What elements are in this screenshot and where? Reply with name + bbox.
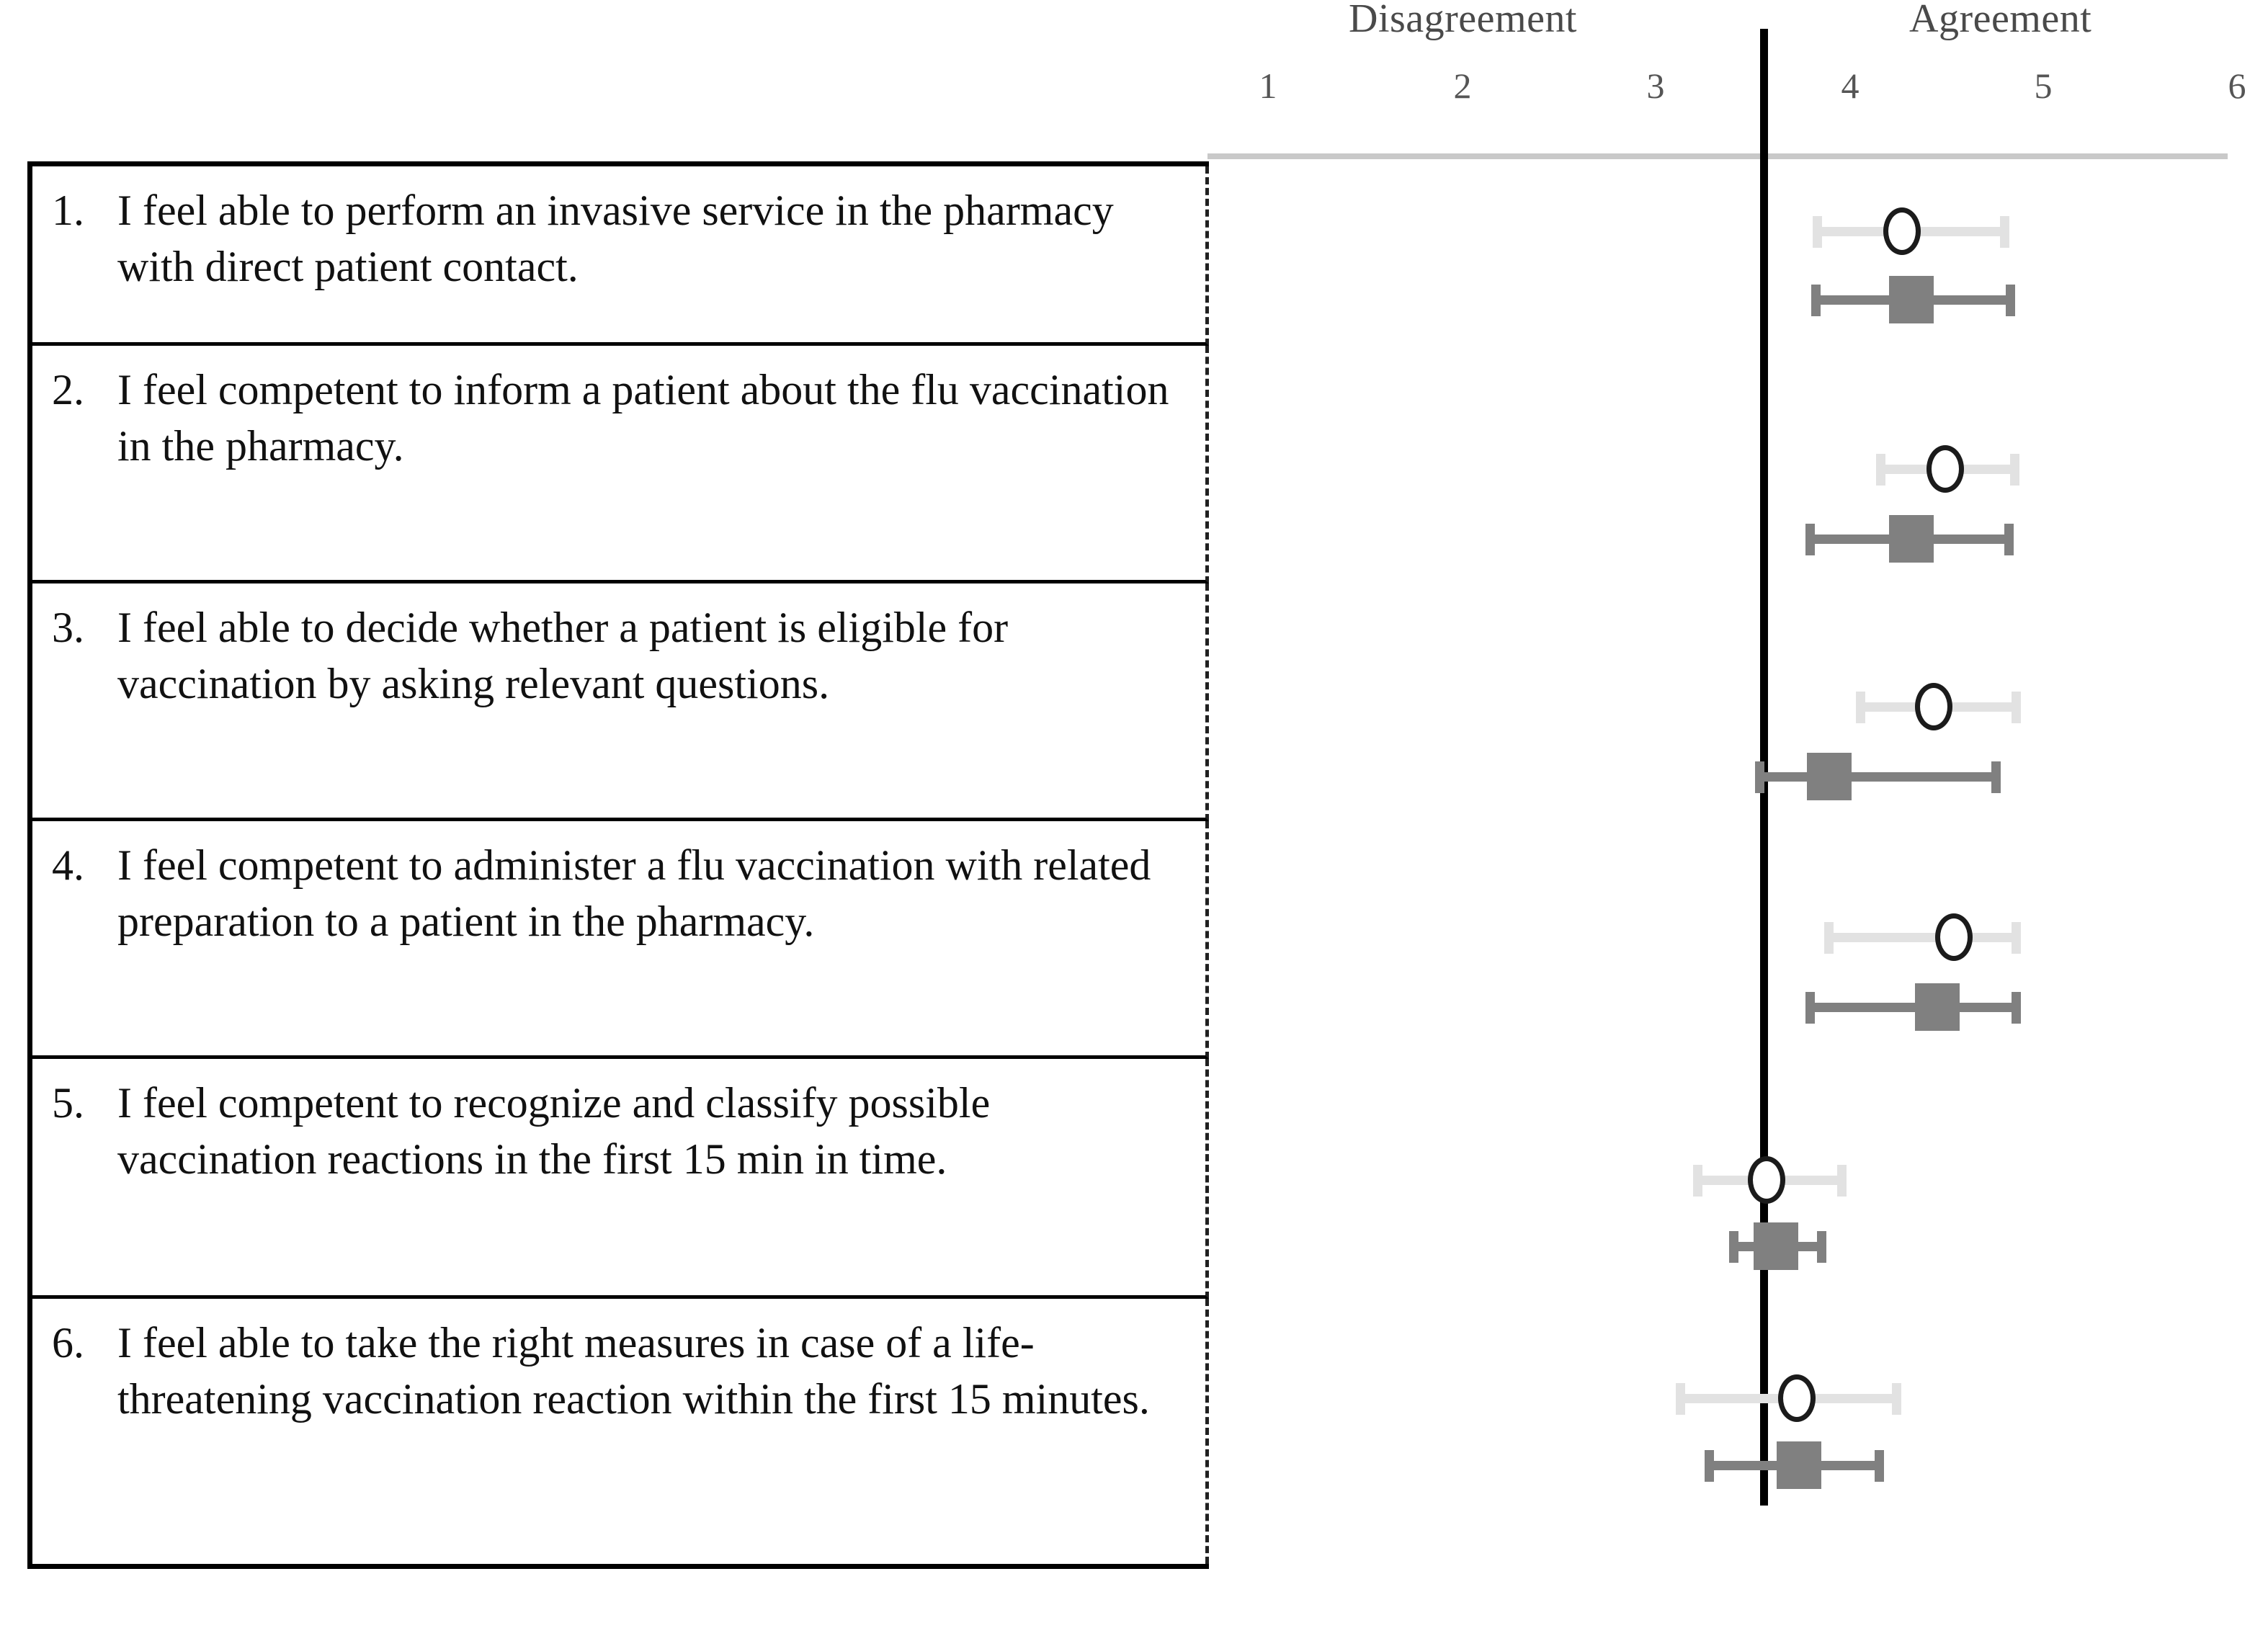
x-tick-6: 6	[2228, 66, 2246, 106]
item-number: 6.	[52, 1319, 84, 1367]
item-number: 5.	[52, 1079, 84, 1127]
marker-square-2	[1889, 515, 1934, 563]
error-cap-right-dark-5	[1817, 1231, 1826, 1263]
item-text: I feel able to decide whether a patient …	[117, 604, 1009, 707]
error-bar-dark-3	[1756, 772, 1994, 782]
table-row: 6. I feel able to take the right measure…	[32, 1299, 1209, 1564]
error-cap-left-dark-5	[1729, 1231, 1738, 1263]
marker-square-3	[1807, 753, 1852, 800]
table-row: 3. I feel able to decide whether a patie…	[32, 583, 1209, 821]
marker-square-6	[1777, 1441, 1821, 1489]
marker-circle-5	[1748, 1156, 1785, 1204]
error-cap-right-light-5	[1837, 1165, 1847, 1197]
error-cap-right-dark-6	[1875, 1450, 1884, 1482]
error-bar-dark-4	[1807, 1003, 2014, 1012]
marker-circle-6	[1778, 1374, 1816, 1422]
x-tick-3: 3	[1646, 66, 1665, 106]
error-cap-left-dark-2	[1805, 524, 1815, 555]
error-cap-left-dark-3	[1755, 761, 1764, 793]
item-number: 2.	[52, 366, 84, 413]
error-cap-right-dark-1	[2006, 285, 2015, 316]
disagreement-region-label: Disagreement	[1349, 0, 1577, 41]
error-cap-right-light-4	[2012, 922, 2021, 954]
marker-circle-4	[1935, 913, 1973, 961]
error-cap-right-dark-2	[2004, 524, 2014, 555]
error-cap-right-light-1	[2000, 216, 2009, 248]
marker-square-5	[1754, 1222, 1798, 1270]
error-cap-left-light-2	[1876, 454, 1885, 486]
error-cap-left-dark-1	[1811, 285, 1821, 316]
error-bar-light-4	[1826, 933, 2014, 942]
error-cap-right-light-3	[2012, 692, 2021, 723]
x-tick-1: 1	[1259, 66, 1277, 106]
item-text: I feel competent to inform a patient abo…	[117, 366, 1169, 470]
item-text: I feel competent to administer a flu vac…	[117, 841, 1151, 945]
marker-circle-2	[1927, 445, 1964, 493]
marker-square-1	[1889, 276, 1934, 323]
table-row: 4. I feel competent to administer a flu …	[32, 821, 1209, 1059]
item-number: 3.	[52, 604, 84, 651]
marker-circle-1	[1883, 207, 1921, 255]
marker-square-4	[1915, 983, 1960, 1031]
item-text: I feel able to take the right measures i…	[117, 1319, 1150, 1423]
marker-circle-3	[1915, 683, 1952, 730]
error-cap-right-light-2	[2010, 454, 2019, 486]
item-number: 1.	[52, 187, 84, 234]
axis-baseline	[1207, 153, 2228, 159]
table-row: 5. I feel competent to recognize and cla…	[32, 1059, 1209, 1299]
error-cap-left-light-3	[1856, 692, 1865, 723]
item-table: 1. I feel able to perform an invasive se…	[27, 161, 1209, 1569]
error-cap-right-light-6	[1892, 1383, 1901, 1415]
x-tick-2: 2	[1453, 66, 1472, 106]
error-cap-left-light-1	[1813, 216, 1822, 248]
item-number: 4.	[52, 841, 84, 889]
table-row: 1. I feel able to perform an invasive se…	[32, 166, 1209, 346]
error-cap-left-light-5	[1693, 1165, 1702, 1197]
x-tick-5: 5	[2034, 66, 2053, 106]
error-cap-left-dark-6	[1705, 1450, 1714, 1482]
error-cap-right-dark-3	[1991, 761, 2001, 793]
item-text: I feel competent to recognize and classi…	[117, 1079, 991, 1183]
error-cap-right-dark-4	[2012, 992, 2021, 1024]
error-cap-left-dark-4	[1805, 992, 1815, 1024]
error-cap-left-light-6	[1676, 1383, 1685, 1415]
x-tick-4: 4	[1841, 66, 1860, 106]
error-cap-left-light-4	[1824, 922, 1834, 954]
agreement-region-label: Agreement	[1909, 0, 2092, 41]
table-row: 2. I feel competent to inform a patient …	[32, 346, 1209, 583]
item-text: I feel able to perform an invasive servi…	[117, 187, 1114, 290]
